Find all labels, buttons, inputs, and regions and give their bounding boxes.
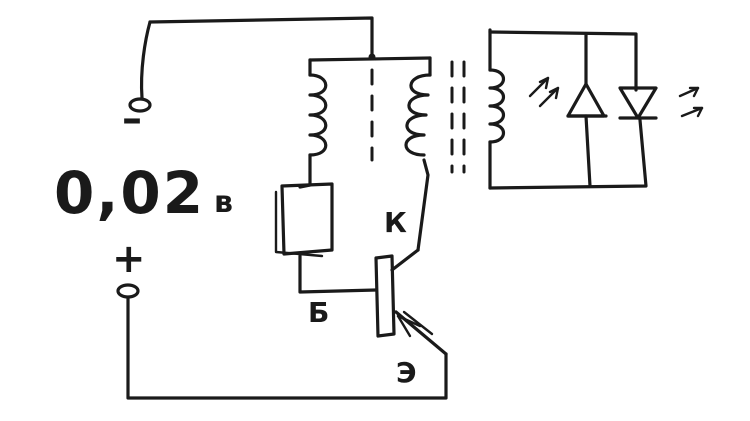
left-coil <box>308 58 328 187</box>
led-diode-right <box>618 86 658 120</box>
resistor <box>274 182 334 258</box>
junction-branch-wire <box>308 56 432 62</box>
base-wire <box>298 254 378 294</box>
minus-sign: – <box>122 96 142 142</box>
top-wire <box>148 16 374 57</box>
positive-terminal: + <box>112 236 146 299</box>
transistor <box>374 248 448 356</box>
secondary-coil <box>488 28 506 190</box>
light-rays-left <box>528 76 560 108</box>
plus-sign: + <box>112 236 146 282</box>
voltage-unit: в <box>214 185 233 220</box>
negative-terminal: – <box>122 20 152 142</box>
right-coil <box>404 56 432 252</box>
transformer-core <box>450 60 466 174</box>
light-rays-right <box>678 86 704 118</box>
led-top-wire <box>488 30 638 92</box>
emitter-label: Э <box>396 356 417 389</box>
base-label: Б <box>308 296 329 329</box>
led-bottom-wire <box>488 118 648 190</box>
emitter-wire <box>126 296 448 400</box>
voltage-value: 0,02 <box>54 159 205 227</box>
collector-label: К <box>384 206 407 239</box>
led-diode-left <box>566 32 608 188</box>
voltage-label: 0,02 в <box>54 159 233 227</box>
